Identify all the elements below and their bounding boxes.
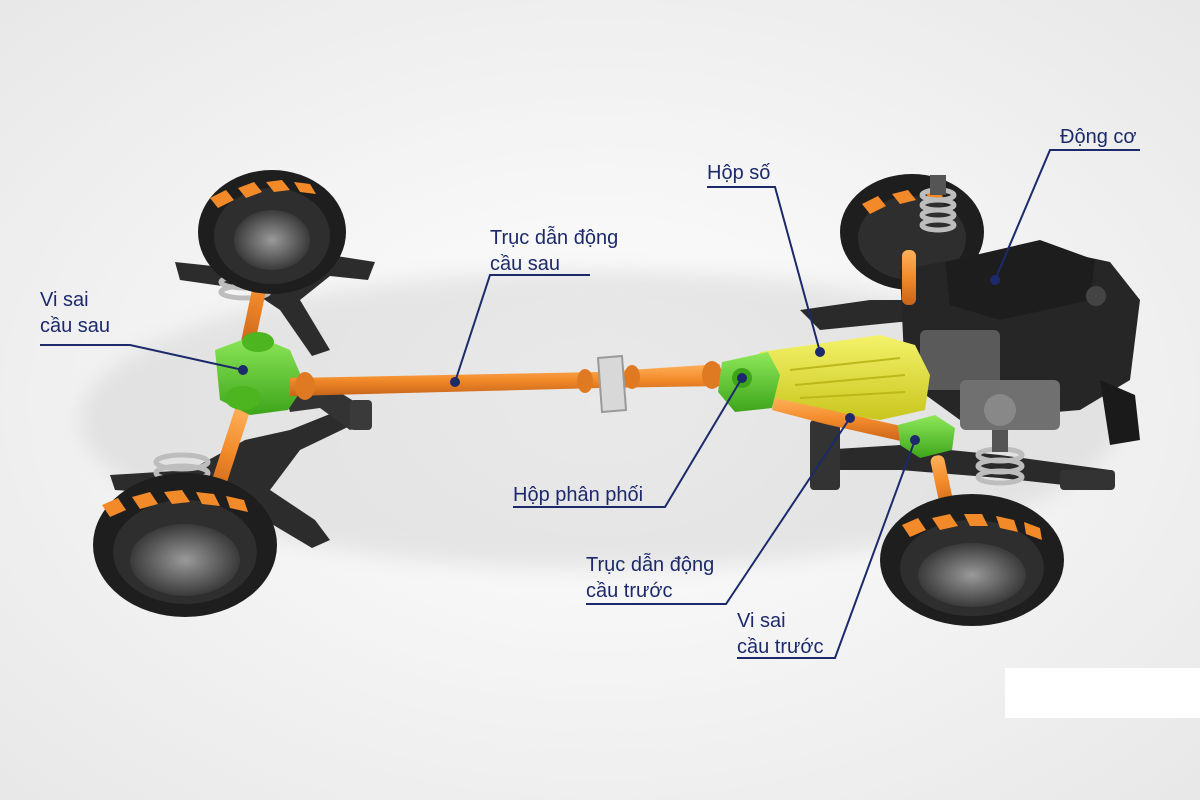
label-gearbox-line1: Hộp số <box>707 162 771 184</box>
label-transfer-case-line1: Hộp phân phối <box>513 484 644 506</box>
label-gearbox: Hộp số <box>707 160 770 186</box>
front-driveshaft-part <box>772 398 910 442</box>
label-front-driveshaft: Trục dẫn động cầu trước <box>586 552 714 604</box>
leader-lines <box>40 149 1140 659</box>
label-front-driveshaft-line2: cầu trước <box>586 580 673 602</box>
blank-patch <box>1005 668 1200 718</box>
label-front-differential: Vi sai cầu trước <box>737 608 824 660</box>
label-rear-differential: Vi sai cầu sau <box>40 287 110 339</box>
front-left-halfshaft <box>930 455 954 510</box>
label-front-differential-line2: cầu trước <box>737 636 824 658</box>
front-right-halfshaft <box>902 250 916 305</box>
label-rear-driveshaft-line1: Trục dẫn động <box>490 227 619 249</box>
label-engine-line1: Động cơ <box>1060 126 1137 148</box>
rear-driveshaft-part <box>290 354 722 414</box>
engine-part <box>900 175 1140 486</box>
gearbox-part <box>745 335 930 420</box>
rear-right-wheel <box>198 170 346 294</box>
label-transfer-case: Hộp phân phối <box>513 482 643 508</box>
label-rear-driveshaft-line2: cầu sau <box>490 253 561 275</box>
label-engine: Động cơ <box>1060 124 1136 150</box>
label-rear-differential-line2: cầu sau <box>40 315 111 337</box>
rear-left-wheel <box>93 473 277 617</box>
leader-dots <box>238 275 1000 445</box>
rear-differential-part <box>215 332 305 415</box>
label-front-driveshaft-line1: Trục dẫn động <box>586 554 715 576</box>
label-rear-differential-line1: Vi sai <box>40 289 89 311</box>
front-left-wheel <box>880 494 1064 626</box>
label-front-differential-line1: Vi sai <box>737 610 786 632</box>
label-rear-driveshaft: Trục dẫn động cầu sau <box>490 225 618 277</box>
